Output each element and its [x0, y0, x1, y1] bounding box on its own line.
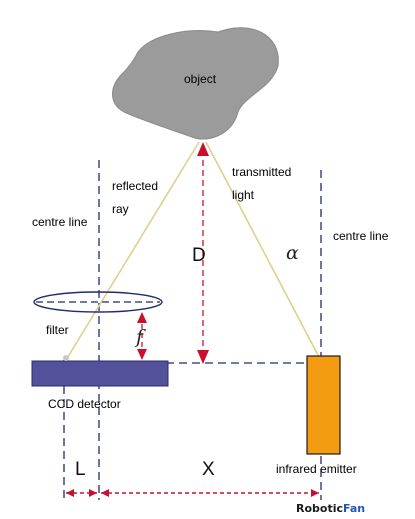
- focus-point: [63, 355, 69, 361]
- ccd-detector: [31, 360, 169, 387]
- focal-arrow-bottom: [137, 349, 147, 360]
- L-arrow-right: [89, 489, 97, 497]
- L-label: L: [75, 459, 86, 480]
- ccd-label: CCD detector: [48, 397, 121, 411]
- object-label: object: [184, 72, 217, 86]
- distance-symbol: D: [192, 245, 206, 266]
- emitter-label: infrared emitter: [276, 462, 357, 476]
- focal-symbol: f: [134, 326, 146, 348]
- object-shape: [112, 27, 279, 140]
- reflected-label-line2: ray: [112, 202, 129, 216]
- reflected-ray: [65, 141, 200, 361]
- centre-line-right-label: centre line: [333, 229, 389, 243]
- L-arrow-left: [66, 489, 74, 497]
- distance-arrow-top: [197, 142, 209, 156]
- transmitted-label-line2: light: [232, 188, 255, 202]
- X-arrow-right: [311, 489, 319, 497]
- watermark-part2: Fan: [343, 502, 365, 515]
- transmitted-label-line1: transmitted: [232, 165, 291, 179]
- filter-label: filter: [46, 323, 69, 337]
- angle-symbol: α: [286, 242, 299, 264]
- distance-arrow-bottom: [197, 350, 209, 364]
- infrared-emitter: [306, 355, 341, 455]
- filter-lens: [33, 291, 163, 313]
- watermark: RoboticFan: [296, 502, 365, 515]
- watermark-part1: Robotic: [296, 502, 343, 515]
- transmitted-light: [205, 141, 320, 358]
- centre-line-left-label: centre line: [32, 215, 88, 229]
- X-label: X: [202, 459, 215, 480]
- X-arrow-left: [101, 489, 109, 497]
- reflected-label-line1: reflected: [112, 179, 158, 193]
- focal-arrow-top: [137, 312, 147, 323]
